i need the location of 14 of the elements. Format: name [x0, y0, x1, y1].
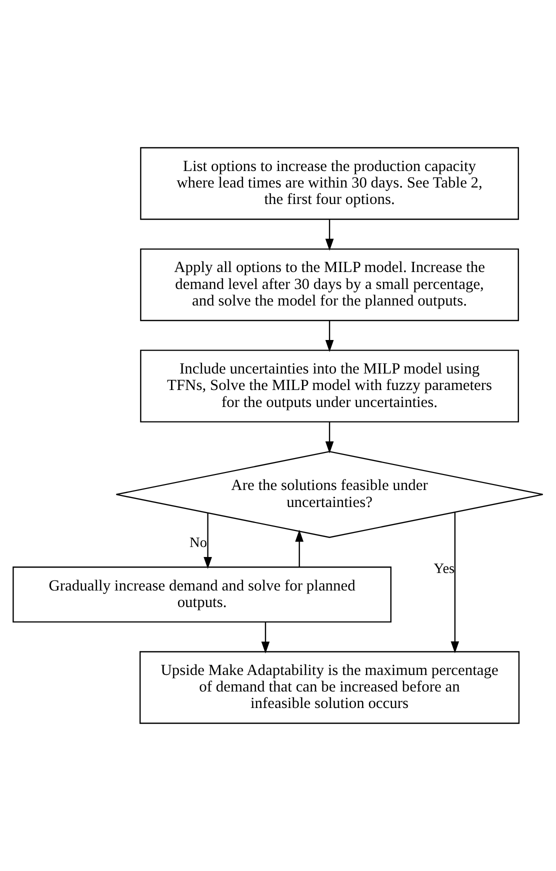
node-box: Apply all options to the MILP model. Increase the demand level after 30 days by a small percentage, and solve the model for the planned outputs.	[140, 248, 519, 322]
arrow	[261, 622, 270, 654]
arrow	[204, 513, 212, 569]
node-box: Upside Make Adaptability is the maximum percentage of demand that can be increased before an infeasible solution occurs	[140, 651, 520, 724]
arrow	[325, 422, 334, 454]
node-box: List options to increase the production capacity where lead times are within 30 days. See Table 2, the first four options.	[140, 147, 519, 220]
node-diamond: Are the solutions feasible under uncertainties?	[116, 450, 544, 538]
edge-label: Yes	[434, 561, 455, 578]
arrow	[450, 512, 460, 654]
arrow	[325, 220, 334, 251]
node-box: Include uncertainties into the MILP model using TFNs, Solve the MILP model with fuzzy parameters for the outputs under uncertainties.	[140, 350, 519, 422]
arrow	[295, 530, 304, 567]
arrow	[325, 320, 334, 352]
node-box: Gradually increase demand and solve for planned outputs.	[12, 566, 392, 623]
